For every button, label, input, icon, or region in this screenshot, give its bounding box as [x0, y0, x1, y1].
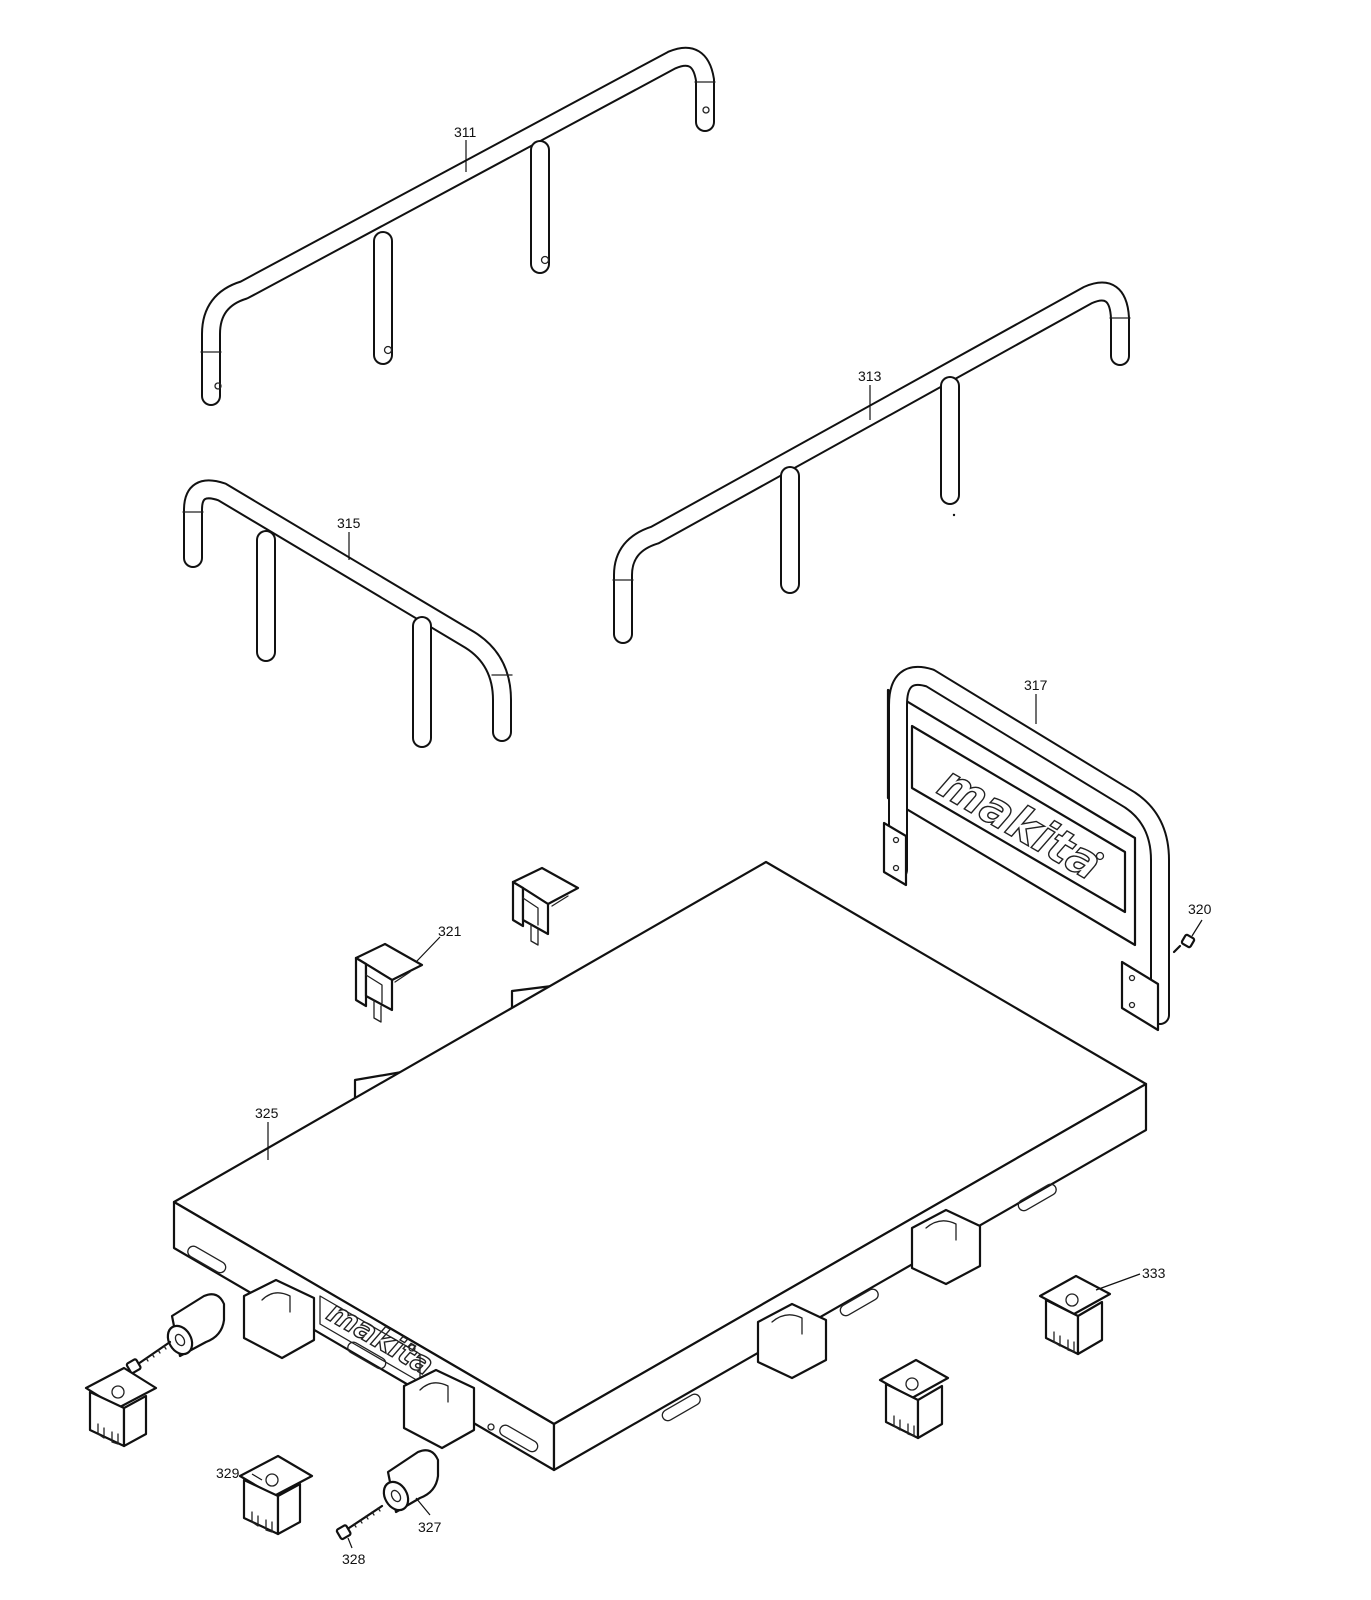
callout-329: 329	[216, 1465, 240, 1481]
socket-cap-333[interactable]	[1038, 1274, 1112, 1356]
side-rail-311[interactable]	[200, 46, 716, 406]
callout-313: 313	[858, 368, 882, 384]
corner-bracket-321[interactable]	[354, 942, 424, 1023]
callout-325: 325	[255, 1105, 279, 1121]
screw-320[interactable]	[1172, 933, 1196, 954]
callout-311: 311	[454, 124, 477, 140]
socket-cap-middle[interactable]	[878, 1358, 950, 1440]
headboard-317[interactable]: makita	[882, 665, 1170, 1032]
bolt-left[interactable]	[125, 1340, 172, 1375]
socket-cap-329[interactable]	[238, 1454, 314, 1536]
side-rail-313[interactable]	[612, 281, 1131, 644]
corner-bracket-upper[interactable]	[511, 866, 580, 946]
callout-labels: 311 313 315 317 320 321 325 327 328 329 …	[216, 124, 1212, 1567]
callout-317: 317	[1024, 677, 1048, 693]
callout-315: 315	[337, 515, 361, 531]
callout-320: 320	[1188, 901, 1212, 917]
socket-cap-left[interactable]	[84, 1366, 158, 1448]
end-rail-315[interactable]	[182, 479, 513, 748]
callout-321: 321	[438, 923, 462, 939]
callout-327: 327	[418, 1519, 442, 1535]
bolt-328[interactable]	[335, 1504, 384, 1541]
callout-328: 328	[342, 1551, 366, 1567]
spacer-327[interactable]	[379, 1449, 440, 1514]
platform-deck-325[interactable]: makita	[172, 860, 1148, 1472]
spacer-left[interactable]	[163, 1293, 226, 1358]
leader-lines	[251, 140, 1203, 1549]
callout-333: 333	[1142, 1265, 1166, 1281]
